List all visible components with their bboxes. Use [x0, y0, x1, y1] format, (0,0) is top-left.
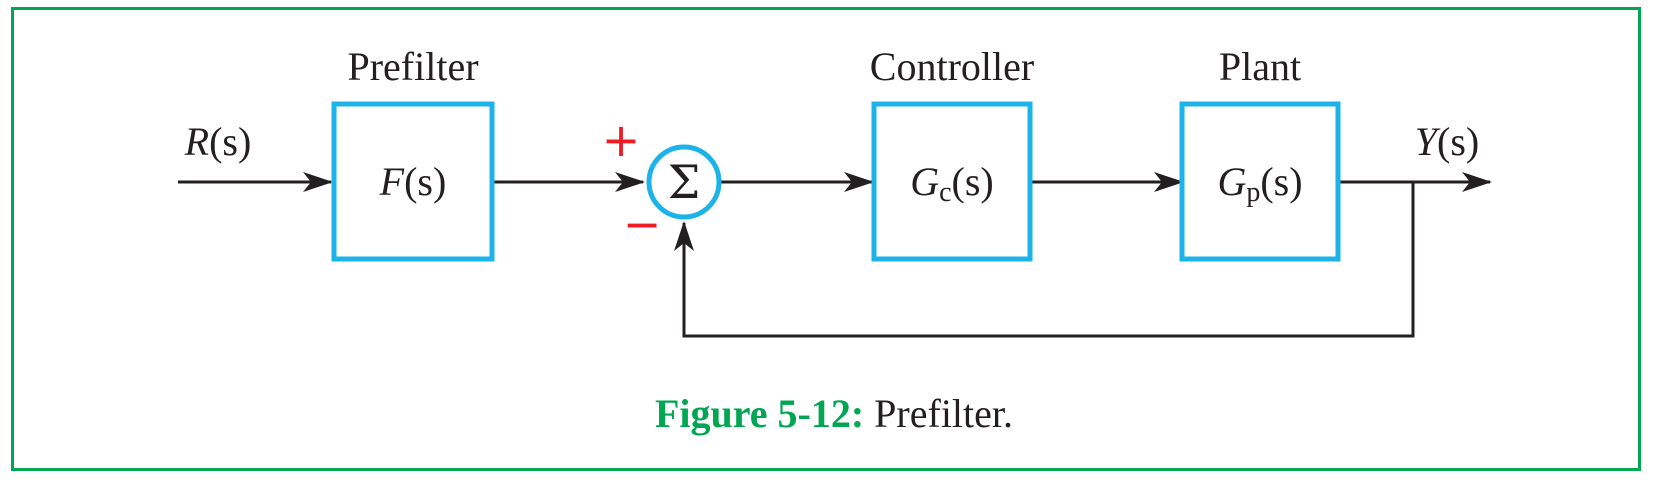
- plant-transfer-function: Gp(s): [1217, 159, 1302, 208]
- summing-junction: [646, 144, 722, 220]
- sigma-symbol: Σ: [668, 155, 701, 209]
- output-signal-label: Y(s): [1415, 119, 1479, 164]
- plant-title: Plant: [1219, 44, 1301, 89]
- prefilter-title: Prefilter: [347, 44, 478, 89]
- prefilter-block: [331, 101, 495, 262]
- plus-sign: +: [602, 113, 641, 167]
- minus-sign: −: [623, 197, 662, 251]
- figure-caption: Figure 5-12:Prefilter.: [655, 391, 1013, 436]
- input-signal-label: R(s): [184, 119, 252, 164]
- plant-block: [1179, 101, 1341, 262]
- controller-transfer-function: Gc(s): [910, 159, 994, 208]
- controller-block: [871, 101, 1033, 262]
- figure-frame: [11, 7, 1641, 471]
- controller-title: Controller: [870, 44, 1034, 89]
- prefilter-transfer-function: F(s): [379, 159, 447, 204]
- feedback-path: [674, 182, 1415, 338]
